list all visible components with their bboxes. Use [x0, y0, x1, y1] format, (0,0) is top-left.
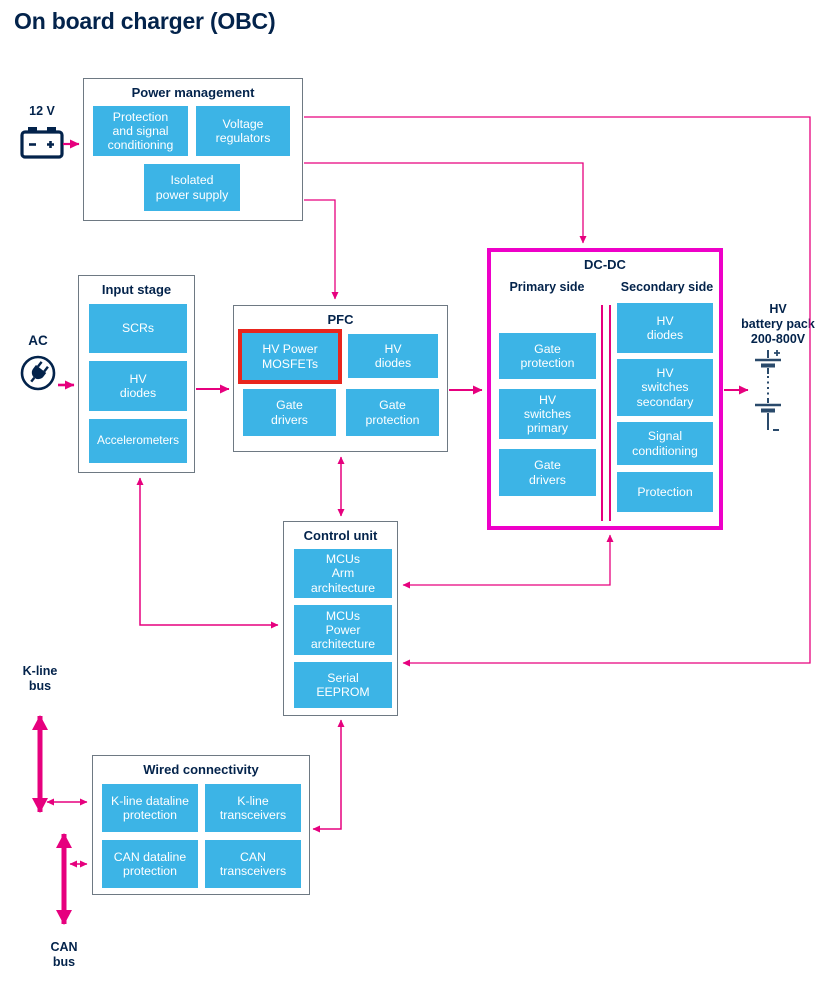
battery-12v-label: 12 V [29, 104, 55, 118]
chip-gate-drivers-primary[interactable]: Gate drivers [499, 449, 596, 496]
chip-gate-protection-primary[interactable]: Gate protection [499, 333, 596, 379]
can-bus-label: CAN bus [50, 940, 78, 969]
chip-accelerometers[interactable]: Accelerometers [89, 419, 187, 463]
chip-protection-signal-conditioning[interactable]: Protection and signal conditioning [93, 106, 188, 156]
input-stage-title: Input stage [101, 282, 172, 297]
ac-plug-icon [20, 355, 56, 391]
chip-can-dataline-protection[interactable]: CAN dataline protection [102, 840, 198, 888]
chip-protection-secondary[interactable]: Protection [617, 472, 713, 512]
arrow-input-stage-control-unit-bidirectional [136, 477, 279, 629]
wired-connectivity-block: Wired connectivity K-line dataline prote… [92, 755, 310, 895]
chip-signal-conditioning[interactable]: Signal conditioning [617, 422, 713, 465]
chip-kline-dataline-protection[interactable]: K-line dataline protection [102, 784, 198, 832]
chip-hv-diodes-secondary[interactable]: HV diodes [617, 303, 713, 353]
chip-mcus-arm[interactable]: MCUs Arm architecture [294, 549, 392, 598]
line-power-management-to-dcdc [304, 162, 587, 244]
kline-bus-label: K-line bus [22, 664, 58, 693]
control-unit-block: Control unit MCUs Arm architecture MCUs … [283, 521, 398, 716]
power-management-title: Power management [131, 85, 255, 100]
chip-kline-transceivers[interactable]: K-line transceivers [205, 784, 301, 832]
ac-label: AC [28, 333, 48, 348]
chip-hv-switches-primary[interactable]: HV switches primary [499, 389, 596, 439]
arrow-control-unit-wired-connectivity-bidirectional [312, 719, 345, 833]
wired-connectivity-title: Wired connectivity [143, 762, 259, 777]
hv-battery-icon [755, 350, 781, 431]
chip-scrs[interactable]: SCRs [89, 304, 187, 353]
dcdc-block: DC-DC Primary side Secondary side Gate p… [487, 248, 723, 530]
hv-battery-label: HV battery pack 200-800V [741, 302, 815, 346]
line-power-management-to-pfc [304, 199, 339, 300]
chip-hv-diodes-pfc[interactable]: HV diodes [348, 334, 438, 378]
chip-gate-protection-pfc[interactable]: Gate protection [346, 389, 439, 436]
power-management-block: Power management Protection and signal c… [83, 78, 303, 221]
control-unit-title: Control unit [303, 528, 378, 543]
chip-hv-diodes-input[interactable]: HV diodes [89, 361, 187, 411]
chip-isolated-power-supply[interactable]: Isolated power supply [144, 164, 240, 211]
isolation-barrier-line-2 [609, 305, 611, 521]
isolation-barrier-line-1 [601, 305, 603, 521]
dcdc-title: DC-DC [584, 257, 626, 272]
chip-serial-eeprom[interactable]: Serial EEPROM [294, 662, 392, 708]
pfc-title: PFC [327, 312, 354, 327]
input-stage-block: Input stage SCRs HV diodes Accelerometer… [78, 275, 195, 473]
chip-hv-power-mosfets-highlighted[interactable]: HV Power MOSFETs [238, 329, 342, 384]
dcdc-secondary-header: Secondary side [620, 280, 714, 294]
chip-gate-drivers-pfc[interactable]: Gate drivers [243, 389, 336, 436]
chip-voltage-regulators[interactable]: Voltage regulators [196, 106, 290, 156]
battery-12v-icon [20, 127, 64, 159]
chip-mcus-power[interactable]: MCUs Power architecture [294, 605, 392, 655]
arrow-control-unit-dcdc-bidirectional [402, 534, 614, 589]
chip-can-transceivers[interactable]: CAN transceivers [205, 840, 301, 888]
pfc-block: PFC HV Power MOSFETs HV diodes Gate driv… [233, 305, 448, 452]
chip-hv-switches-secondary[interactable]: HV switches secondary [617, 359, 713, 416]
dcdc-primary-header: Primary side [509, 280, 585, 294]
page-title: On board charger (OBC) [14, 8, 276, 34]
